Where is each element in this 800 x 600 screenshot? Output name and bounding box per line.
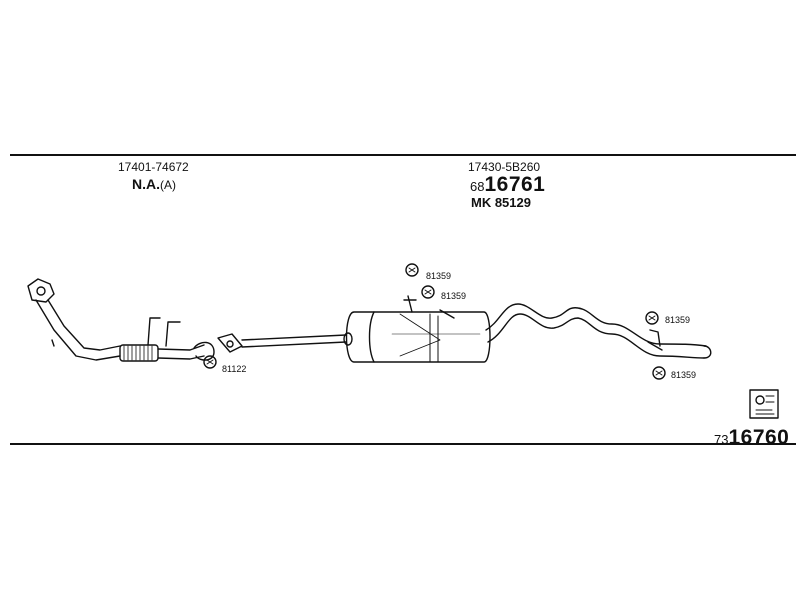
middle-pipe-end — [343, 332, 353, 346]
kit-box — [749, 389, 779, 419]
callout-81122-label: 81122 — [222, 364, 247, 374]
kit-parts — [755, 395, 775, 415]
flex-pipe-ribs — [123, 345, 153, 361]
hanger-4-marker-glyph — [655, 370, 663, 376]
hanger-4-marker-icon — [652, 366, 666, 380]
intermediate-pipe — [157, 344, 205, 360]
muffler-shell — [345, 311, 491, 363]
rear-ref-number: 16761 — [484, 173, 546, 196]
fitting-kit-icon — [749, 389, 779, 419]
front-status-label: N.A. — [132, 176, 160, 192]
kit-number-prefix: 73 — [714, 432, 729, 447]
tailpipe-lower-edge — [487, 313, 705, 359]
rear-part-number: 17430-5B260 — [468, 160, 541, 174]
tailpipe-hanger — [647, 329, 663, 351]
front-status: N.A.(A) — [132, 176, 176, 194]
inlet-flange — [27, 278, 55, 303]
hanger-1-marker-glyph — [408, 267, 416, 273]
callout-hanger-2-label: 81359 — [441, 291, 467, 301]
top-rule — [10, 154, 796, 156]
front-part-number: 17401-74672 — [118, 160, 189, 174]
tailpipe — [485, 303, 712, 359]
downpipe-detail — [51, 339, 55, 347]
kit-number-main: 16760 — [728, 426, 790, 449]
clamp-81122-marker-icon — [203, 355, 217, 369]
middle-flange-hole-icon — [226, 340, 234, 348]
hanger-2-marker-icon — [421, 285, 435, 299]
rear-mk-number: MK 85129 — [471, 195, 531, 210]
hanger-2-marker-glyph — [424, 289, 432, 295]
muffler-hangers — [403, 295, 455, 319]
rear-ref-prefix: 68 — [470, 179, 485, 194]
front-downpipe — [27, 278, 121, 361]
muffler-band — [429, 313, 439, 363]
muffler-seam-left — [368, 311, 375, 363]
hanger-3-marker-glyph — [648, 315, 656, 321]
downpipe-upper-edge — [47, 299, 121, 351]
rear-muffler — [345, 295, 491, 363]
hanger-1-marker-icon — [405, 263, 419, 277]
flex-pipe-body — [119, 344, 159, 362]
callout-hanger-1-label: 81359 — [426, 271, 452, 281]
tailpipe-outlet — [703, 345, 712, 359]
muffler-strap — [399, 313, 441, 357]
front-clamp — [193, 341, 217, 369]
middle-pipe-body — [241, 334, 347, 348]
tailpipe-upper-edge — [485, 303, 707, 347]
kit-number: 7316760 — [714, 426, 789, 450]
rear-ref: 6816761 — [470, 173, 545, 197]
middle-flange — [217, 333, 243, 353]
downpipe-lower-edge — [35, 299, 121, 361]
front-status-suffix: (A) — [160, 178, 176, 192]
flange-hole-icon — [36, 286, 46, 296]
clamp-marker-glyph — [206, 359, 214, 365]
callout-hanger-4-label: 81359 — [671, 370, 697, 380]
kit-bolt — [755, 395, 765, 405]
middle-pipe — [217, 332, 353, 353]
bottom-rule — [10, 443, 796, 445]
flex-section — [119, 317, 205, 362]
callout-hanger-3-label: 81359 — [665, 315, 691, 325]
clamp-ring — [193, 341, 215, 361]
pipe-brackets — [147, 317, 181, 347]
hanger-3-marker-icon — [645, 311, 659, 325]
